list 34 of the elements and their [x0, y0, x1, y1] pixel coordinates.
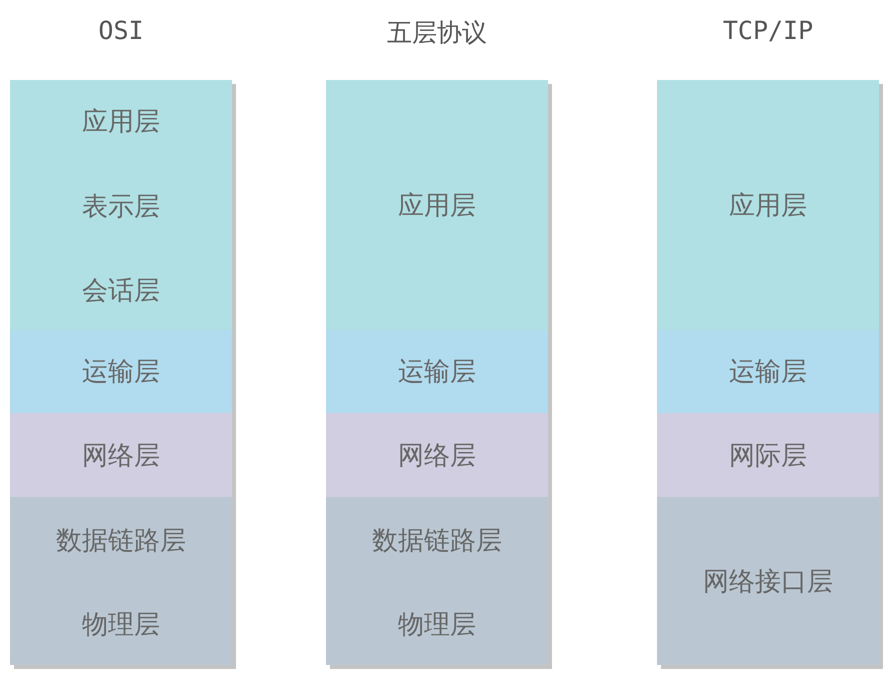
layer-name: 应用层 — [729, 190, 807, 222]
layer-name: 会话层 — [82, 274, 160, 308]
column-heading: OSI — [97, 16, 145, 45]
layer-box — [10, 80, 232, 163]
layer-box — [326, 583, 548, 665]
layer-box — [10, 583, 232, 665]
layer-box — [326, 330, 548, 413]
layer-box — [657, 413, 879, 497]
layer-box — [657, 80, 879, 330]
layer-box — [326, 80, 548, 330]
layer-name: 运输层 — [398, 356, 476, 389]
layer-box — [10, 330, 232, 413]
layer-name: 网络层 — [398, 440, 476, 472]
column-heading: 五层协议 — [386, 17, 488, 49]
layer-name: 数据链路层 — [372, 524, 502, 558]
layer-name: 物理层 — [82, 608, 160, 642]
layer-box — [326, 413, 548, 497]
layer-box — [657, 330, 879, 413]
layer-name: 网际层 — [729, 440, 807, 472]
layer-name: 运输层 — [82, 356, 160, 389]
layer-name: 运输层 — [729, 356, 807, 389]
layer-box — [326, 497, 548, 583]
layer-name: 应用层 — [82, 106, 160, 139]
layer-box — [10, 250, 232, 330]
column-heading: TCP/IP — [722, 16, 814, 45]
layer-name: 物理层 — [398, 608, 476, 642]
layer-name: 网络层 — [82, 440, 160, 472]
layer-box — [10, 497, 232, 583]
layer-name: 数据链路层 — [56, 524, 186, 558]
layer-name: 应用层 — [398, 190, 476, 222]
layer-name: 表示层 — [82, 191, 160, 224]
layer-box — [10, 413, 232, 497]
layer-box — [657, 497, 879, 665]
layer-name: 网络接口层 — [703, 566, 833, 598]
